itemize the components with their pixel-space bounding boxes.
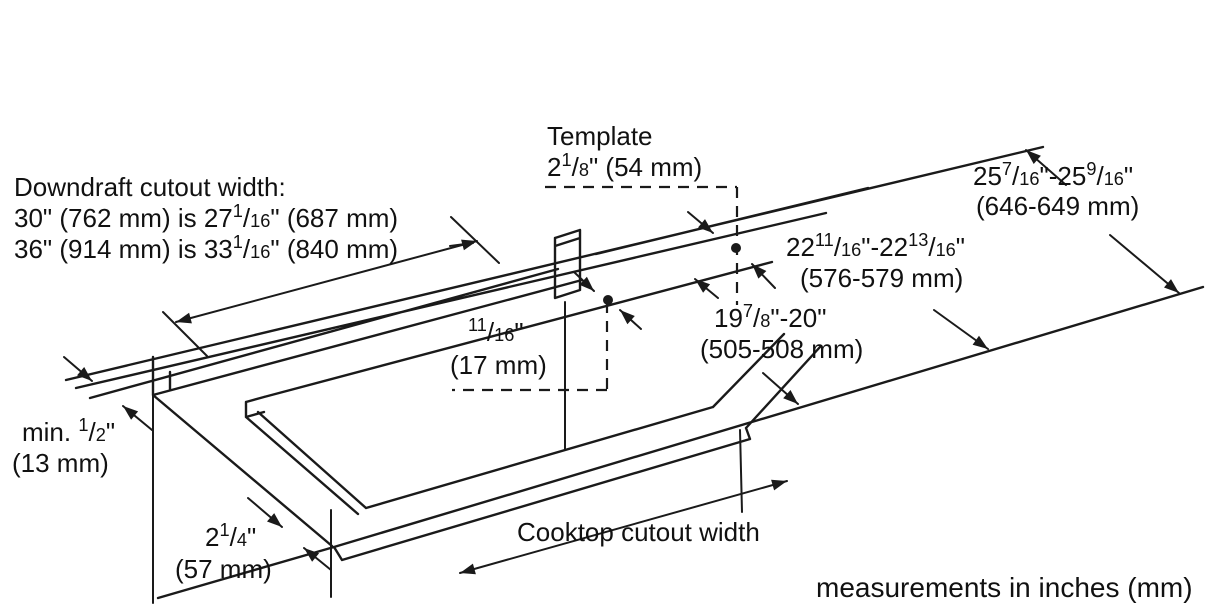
units-note-group: measurements in inches (mm) [816,572,1193,603]
label-cutout-depth-inches: 197/8"-20" [714,301,826,333]
label-notch-offset-mm: (17 mm) [450,350,547,380]
label-units-note: measurements in inches (mm) [816,572,1193,603]
notch-reference-dot [603,295,613,305]
label-downdraft-cutout-title: Downdraft cutout width: [14,172,286,202]
label-template-dimension: 21/8" (54 mm) [547,150,702,182]
label-overall-depth-mm: (646-649 mm) [976,191,1139,221]
template-reference-dot [731,243,741,253]
label-front-rail-inches: 21/4" [205,520,256,552]
template-dashed-outline [545,185,739,305]
label-mid-depth-inches: 2211/16"-2213/16" [786,230,965,262]
label-min-clearance-mm: (13 mm) [12,448,109,478]
label-min-clearance-inches: min. 1/2" [22,415,115,447]
label-cooktop-cutout-width: Cooktop cutout width [517,517,760,547]
label-downdraft-30in: 30" (762 mm) is 271/16" (687 mm) [14,201,398,233]
label-front-rail-mm: (57 mm) [175,554,272,584]
counter-drawing [63,145,1205,604]
label-downdraft-36in: 36" (914 mm) is 331/16" (840 mm) [14,232,398,264]
counter-outline-lines [64,145,1205,600]
label-mid-depth-mm: (576-579 mm) [800,263,963,293]
label-notch-offset-inches: 11/16" [468,315,524,347]
label-cutout-depth-mm: (505-508 mm) [700,334,863,364]
label-template-title: Template [547,121,653,151]
diagram-labels: Downdraft cutout width: 30" (762 mm) is … [12,121,1139,584]
notch-dashed-leader [452,302,609,392]
label-overall-depth-inches: 257/16"-259/16" [973,159,1133,191]
